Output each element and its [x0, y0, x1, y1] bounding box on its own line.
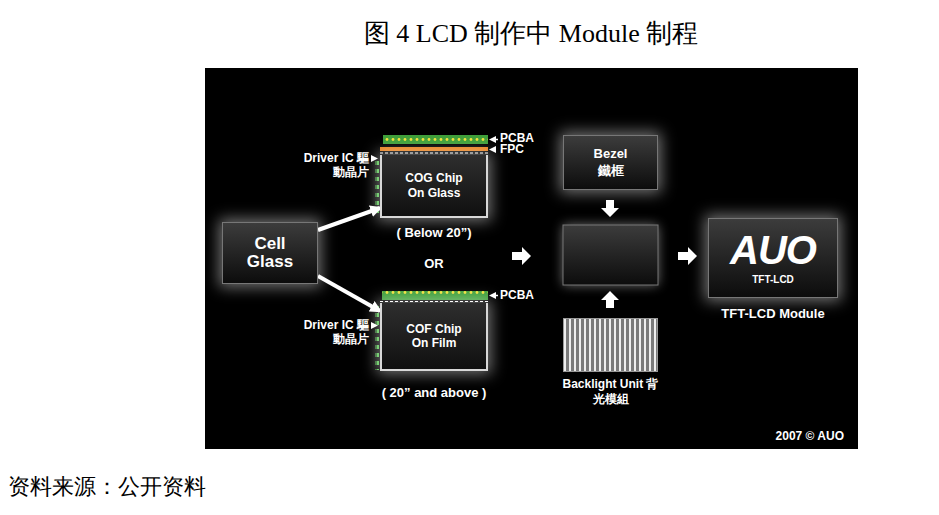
driver-ic-chips: [375, 306, 379, 370]
module-glow: [563, 225, 658, 285]
black-panel: 2007 © AUO Cell Glass COG Chip On GlassCOF…: [205, 68, 858, 449]
pointer-line: [496, 295, 498, 297]
driver-ic-chips: [375, 157, 379, 215]
node-heading: TFT-LCD Module: [721, 306, 824, 321]
pcba-board: [383, 135, 488, 144]
block-arrow: [512, 247, 531, 265]
figure-title: 图 4 LCD 制作中 Module 制程: [364, 16, 698, 51]
cell-glass-box: Cell Glass: [222, 222, 318, 284]
glass-edge: [380, 153, 488, 154]
assembled-panel: [563, 225, 658, 285]
node-label: COG Chip On Glass: [397, 171, 471, 200]
node-label: Bezel 鐵框: [586, 146, 636, 179]
pointer-arrow: [371, 322, 378, 329]
pointer-arrow: [489, 136, 496, 143]
block-arrow: [601, 200, 619, 217]
flow-arrow: [318, 208, 380, 230]
block-arrow: [678, 247, 697, 265]
pcba-board: [382, 291, 488, 300]
node-label: COF Chip On Film: [397, 322, 471, 351]
cof-panel: COF Chip On Film: [380, 303, 488, 371]
logo-subtext: TFT-LCD: [752, 273, 794, 286]
bezel-box: Bezel 鐵框: [563, 135, 658, 190]
backlight-unit: Backlight Unit 背光模組: [563, 318, 658, 372]
node-label: Cell Glass: [238, 235, 302, 271]
cog-panel: COG Chip On Glass: [380, 155, 488, 218]
fpc-strip: [380, 147, 488, 151]
block-arrow: [601, 291, 619, 308]
source-caption: 资料来源：公开资料: [8, 472, 206, 502]
pointer-arrow: [489, 146, 496, 153]
node-heading: Backlight Unit 背光模組: [558, 377, 664, 407]
pointer-arrow: [489, 292, 496, 299]
logo-text: AUO: [730, 230, 816, 270]
film-edge: [380, 301, 488, 302]
copyright-note: 2007 © AUO: [776, 429, 844, 443]
pointer-line: [496, 139, 498, 141]
pointer-arrow: [371, 155, 378, 162]
flow-arrow: [318, 276, 380, 311]
tft-lcd-module: AUOTFT-LCDTFT-LCD Module: [708, 218, 838, 298]
